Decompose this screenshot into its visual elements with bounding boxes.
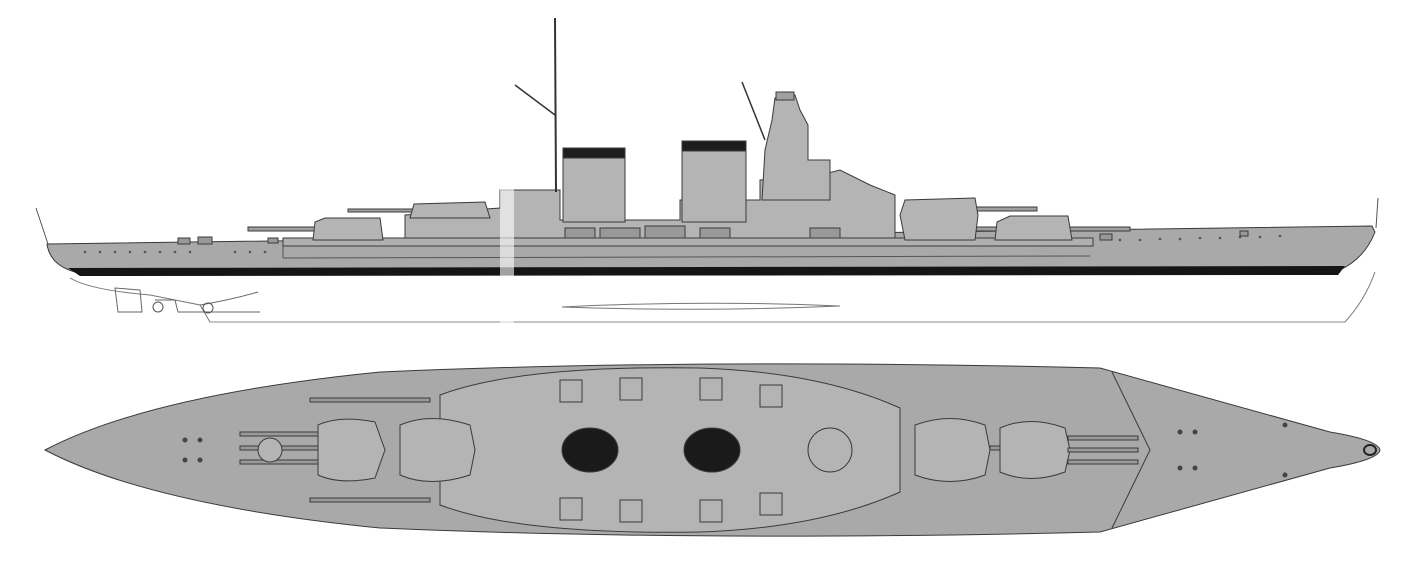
portholes: [83, 234, 1282, 254]
secondary-turret-aft: [347, 201, 491, 219]
side-profile-view: [35, 17, 1379, 323]
turret-caesar: [312, 217, 384, 241]
propeller: [202, 302, 214, 314]
main-mast: [554, 17, 557, 193]
secondary-mounts: [257, 377, 853, 523]
propeller-shaft: [155, 291, 260, 313]
jack-staff: [35, 207, 49, 245]
anchor-hawse: [1363, 444, 1377, 456]
underwater-hull-outline: [69, 271, 1376, 323]
aft-funnel-top: [561, 427, 619, 473]
gun-barrel: [247, 226, 319, 232]
armor-belt-line: [282, 255, 1091, 259]
fore-funnel: [681, 144, 747, 223]
breakwater: [1111, 371, 1151, 529]
propeller: [152, 301, 164, 313]
deck-fittings: [177, 225, 1249, 245]
ensign-staff: [1375, 197, 1379, 229]
turret-secondary-aft-plan: [309, 397, 476, 503]
secondary-turret: [409, 201, 491, 219]
crane: [741, 81, 766, 141]
deck-bollards: [182, 422, 1288, 478]
superstructure-plan: [439, 367, 901, 533]
turret-anton: [994, 215, 1073, 241]
turret-caesar-side: [247, 217, 384, 241]
aft-funnel-cap: [562, 147, 626, 159]
fore-funnel-cap: [681, 140, 747, 152]
gun-barrel: [974, 206, 1038, 212]
aft-funnel: [562, 151, 626, 223]
superstructure-lower: [282, 237, 1094, 247]
fore-funnel-top: [683, 427, 741, 473]
rudder: [114, 287, 143, 313]
boot-topping: [68, 266, 1345, 276]
mast-yard: [514, 84, 556, 116]
forward-control-tower: [761, 94, 831, 201]
turret-bruno-side: [899, 197, 1038, 241]
rangefinder: [775, 91, 795, 101]
gun-barrel: [347, 208, 414, 213]
bilge-keel: [561, 302, 841, 310]
turret-bruno: [899, 197, 979, 241]
turret-anton-plan: [999, 421, 1139, 479]
plan-view: [43, 363, 1381, 537]
